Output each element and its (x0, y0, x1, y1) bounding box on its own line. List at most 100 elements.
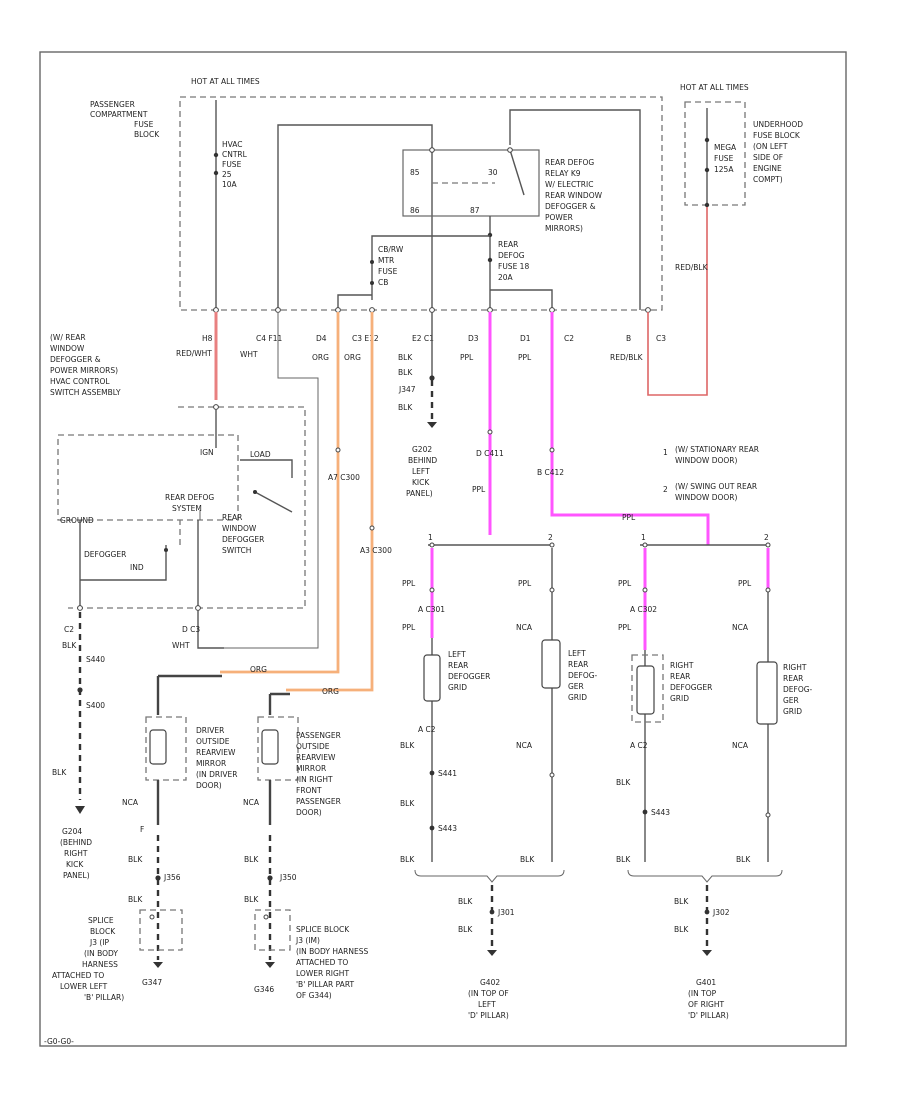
splice-block-line: (IN BODY (84, 949, 118, 958)
legend-num: 2 (764, 533, 769, 542)
g402-line: G402 (480, 978, 500, 987)
wire-color-label: PPL (460, 353, 474, 362)
wire-color-label: RED/BLK (610, 353, 644, 362)
relay-pin-label: 85 (410, 168, 420, 177)
connector-label: D1 (520, 334, 531, 343)
switch-inner-label: SYSTEM (172, 504, 202, 513)
g202-line: LEFT (412, 467, 430, 476)
g204-line: (BEHIND (60, 838, 92, 847)
wire-label: NCA (732, 623, 749, 632)
wire-label: BLK (52, 768, 67, 777)
switch-inner-label: DEFOGGER (222, 535, 264, 544)
pin-label: F (140, 825, 144, 834)
connector-label: D C3 (182, 625, 200, 634)
switch-assembly-line: (W/ REAR (50, 333, 86, 342)
left-grid-line: DEFOGGER (448, 672, 490, 681)
underhood-fuse-line: MEGA (714, 143, 737, 152)
splice-label: J347 (398, 385, 416, 394)
wire-label: BLK (458, 925, 473, 934)
g402-ground: BLK J301 BLK G402 (IN TOP OF LEFT 'D' PI… (458, 885, 515, 1020)
relay-pin-label: 86 (410, 206, 420, 215)
connector-label: A C302 (630, 605, 657, 614)
left-rear-defogger-grid: PPL A C301 PPL LEFT REAR DEFOGGER GRID A… (400, 548, 490, 864)
legend-num: 2 (548, 533, 553, 542)
underhood-fuse-line: 125A (714, 165, 734, 174)
g401-ground: BLK J302 BLK G401 (IN TOP OF RIGHT 'D' P… (674, 885, 730, 1020)
underhood-block-line: ENGINE (753, 164, 782, 173)
left-grid2-line: GER (568, 682, 584, 691)
right-grid2-line: DEFOG- (783, 685, 813, 694)
switch-inner-label: IND (130, 563, 144, 572)
pass-mirror-line: DOOR) (296, 808, 322, 817)
hvac-fuse-line: FUSE (222, 160, 242, 169)
left-grid-line: REAR (448, 661, 468, 670)
left-grid2-line: DEFOG- (568, 671, 598, 680)
switch-inner-label: WINDOW (222, 524, 257, 533)
splice-block-line: (IN BODY HARNESS (296, 947, 368, 956)
wire-color-label: ORG (344, 353, 361, 362)
driver-mirror-line: DOOR) (196, 781, 222, 790)
splice-label: J302 (712, 908, 730, 917)
wire-color-label: RED/WHT (176, 349, 212, 358)
driver-mirror-line: OUTSIDE (196, 737, 230, 746)
pass-mirror-line: PASSENGER (296, 731, 341, 740)
underhood-hot-label: HOT AT ALL TIMES (680, 83, 749, 92)
rear-defog-fuse-line: 20A (498, 273, 514, 282)
switch-inner-label: SWITCH (222, 546, 251, 555)
rear-defog-fuse-line: REAR (498, 240, 518, 249)
wire-label: BLK (398, 403, 413, 412)
splice-block-line: ATTACHED TO (52, 971, 104, 980)
splice-label: J350 (279, 873, 297, 882)
legend-text: WINDOW DOOR) (675, 493, 738, 502)
splice-block-left-label: SPLICE BLOCK J3 (IP (IN BODY HARNESS ATT… (52, 916, 124, 1002)
right-grid-line: GRID (670, 694, 689, 703)
connector-label: A C2 (630, 741, 648, 750)
legend-num: 1 (428, 533, 433, 542)
wire-color-label: WHT (240, 350, 258, 359)
splice-block-line: 'B' PILLAR PART (296, 980, 354, 989)
top-wire-colors: RED/WHT WHT ORG ORG BLK PPL PPL RED/BLK (176, 349, 644, 362)
wire-label: WHT (172, 641, 190, 650)
switch-inner-label: REAR (222, 513, 242, 522)
switch-ground: C2 BLK S440 S400 BLK G204 (BEHIND RIGHT … (52, 612, 105, 880)
switch-inner-label: LOAD (250, 450, 271, 459)
red-blk-wire (647, 207, 708, 396)
splice-block-line: J3 (IP (89, 938, 110, 947)
wire-label: BLK (400, 855, 415, 864)
splice-block-line: SPLICE (88, 916, 114, 925)
splice-block-line: LOWER LEFT (60, 982, 108, 991)
wire-label: PPL (622, 513, 636, 522)
splice-block-line: OF G344) (296, 991, 332, 1000)
cb-label-line: MTR (378, 256, 394, 265)
connector-label: C2 (564, 334, 574, 343)
wire-label: BLK (674, 897, 689, 906)
relay-label-line: REAR DEFOG (545, 158, 594, 167)
fuse-block-name-line: FUSE (134, 120, 154, 129)
relay-label-line: RELAY K9 (545, 169, 581, 178)
driver-outside-mirror: DRIVER OUTSIDE REARVIEW MIRROR (IN DRIVE… (122, 674, 237, 987)
switch-assembly-label: (W/ REAR WINDOW DEFOGGER & POWER MIRRORS… (50, 333, 121, 397)
footer-id: -G0-G0- (44, 1037, 74, 1046)
wire-label: NCA (732, 741, 749, 750)
connector-label: A C2 (418, 725, 436, 734)
wire-label: BLK (736, 855, 751, 864)
connector-label: D C411 (476, 449, 504, 458)
right-grid2-line: RIGHT (783, 663, 807, 672)
wire-label: BLK (400, 799, 415, 808)
cb-label-line: CB (378, 278, 388, 287)
connector-label: E2 C1 (412, 334, 434, 343)
ppl-wire-2 (550, 312, 710, 545)
wire-label: BLK (458, 897, 473, 906)
wire-label: PPL (618, 623, 632, 632)
relay-pin-label: 30 (488, 168, 498, 177)
switch-assembly-line: SWITCH ASSEMBLY (50, 388, 121, 397)
wire-label: BLK (398, 368, 413, 377)
switch-inner-label: IGN (200, 448, 214, 457)
switch-inner-label: REAR DEFOG (165, 493, 214, 502)
fuse-block-hot-label: HOT AT ALL TIMES (191, 77, 260, 86)
connector-label: C3 E12 (352, 334, 379, 343)
right-grid-line: DEFOGGER (670, 683, 712, 692)
right-grid2-line: REAR (783, 674, 803, 683)
wire-label: PPL (618, 579, 632, 588)
splice-label: S441 (438, 769, 457, 778)
